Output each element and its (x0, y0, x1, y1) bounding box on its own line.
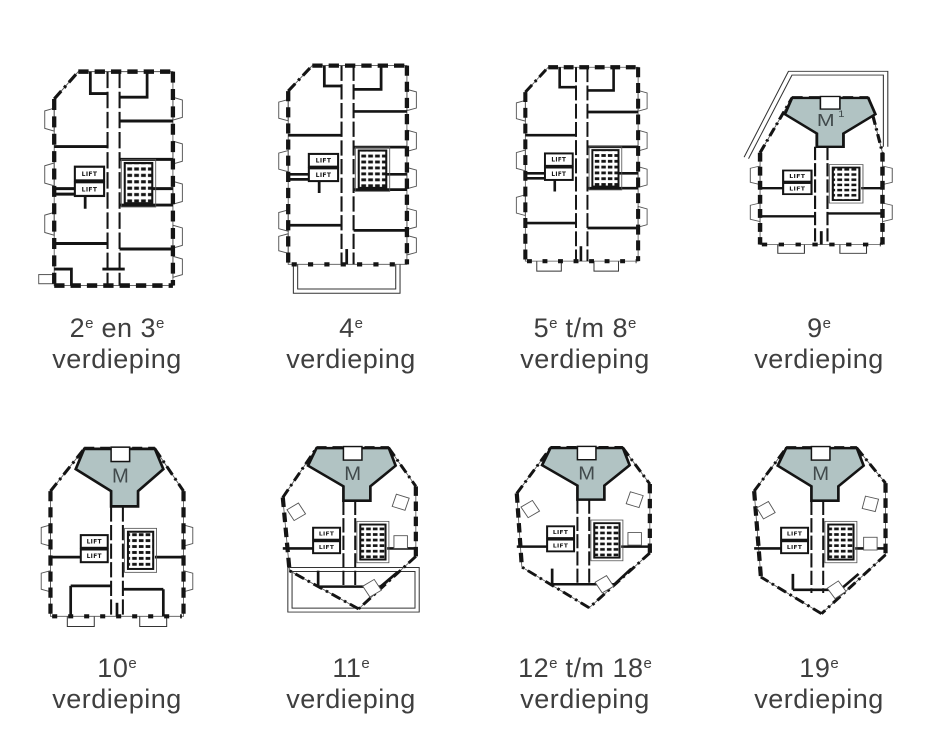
floor-word: verdieping (52, 684, 182, 714)
floorplan-label-11: 11e verdieping (286, 648, 416, 714)
lift-label: LIFT (82, 186, 98, 193)
floor-word: verdieping (52, 344, 182, 374)
lift-box (312, 526, 342, 541)
floorplan-label-10: 10e verdieping (52, 648, 182, 714)
floor-number: 12e t/m 18e (518, 653, 652, 683)
staircase (591, 149, 620, 188)
lift-label: LIFT (787, 545, 802, 551)
staircase (359, 523, 387, 561)
m-label: M (816, 111, 834, 131)
lift-box (73, 181, 106, 198)
floorplan-10-drawing: LIFT LIFT M (40, 446, 194, 627)
m-area (782, 96, 877, 148)
lift-label: LIFT (787, 532, 802, 538)
staircase (593, 522, 621, 559)
floorplan-cell-10: LIFT LIFT M 10e verdieping (0, 372, 234, 740)
floorplan-label-4: 4e verdieping (286, 308, 416, 374)
lift-box (307, 152, 340, 168)
m-label: M (112, 466, 129, 488)
floor-number: 11e (332, 653, 370, 683)
floor-number: 19e (799, 653, 839, 683)
lift-box (73, 165, 106, 182)
floorplan-label-19: 19e verdieping (754, 648, 884, 714)
lift-label: LIFT (316, 172, 332, 179)
floorplan-cell-11: LIFT LIFT M 11e verdieping (234, 372, 468, 740)
floor-word: verdieping (286, 684, 416, 714)
m-label: M (578, 463, 595, 484)
lift-box (79, 534, 109, 549)
lift-box (543, 152, 574, 167)
floor-number: 4e (339, 313, 363, 343)
lift-box (781, 182, 813, 196)
lift-box (781, 169, 813, 183)
m-area (306, 446, 398, 502)
floor-word: verdieping (754, 344, 884, 374)
floorplan-cell-4: LIFT LIFT 4e verdieping (234, 0, 468, 374)
staircase (831, 166, 860, 201)
lift-box (312, 540, 342, 555)
floor-word: verdieping (520, 344, 650, 374)
lift-label: LIFT (553, 530, 568, 536)
m-area (74, 447, 165, 508)
lift-label: LIFT (87, 554, 102, 560)
staircase (827, 523, 855, 561)
floorplan-11-drawing: LIFT LIFT M (280, 445, 420, 613)
floorplan-label-5-8: 5e t/m 8e verdieping (520, 308, 650, 374)
lift-label: LIFT (789, 187, 805, 192)
floorplan-cell-5-8: LIFT LIFT 5e t/m 8e verdieping (468, 0, 702, 374)
floorplan-row-2: LIFT LIFT M 10e verdieping (0, 372, 936, 740)
floor-number: 2e en 3e (69, 313, 165, 343)
floorplan-label-9: 9e verdieping (754, 308, 884, 374)
floor-word: verdieping (286, 344, 416, 374)
floor-word: verdieping (520, 684, 650, 714)
staircase (357, 149, 388, 189)
lift-label: LIFT (789, 174, 805, 179)
lift-box (780, 526, 810, 541)
floorplan-19-drawing: LIFT LIFT M (752, 445, 888, 615)
floorplan-label-12-18: 12e t/m 18e verdieping (518, 648, 652, 714)
lift-box (780, 540, 810, 555)
floorplan-9-drawing: LIFT LIFT M 1 (743, 70, 893, 254)
lift-label: LIFT (87, 540, 102, 546)
m-label: M (812, 463, 829, 484)
staircase (126, 530, 155, 570)
floor-number: 5e t/m 8e (533, 313, 637, 343)
floorplan-label-2-3: 2e en 3e verdieping (52, 308, 182, 374)
floor-number: 9e (807, 313, 831, 343)
lift-box (546, 538, 576, 553)
lift-label: LIFT (319, 545, 334, 551)
floorplan-cell-19: LIFT LIFT M 19e verdieping (702, 372, 936, 740)
floorplan-2-3-drawing: LIFT LIFT (38, 69, 183, 288)
lift-label: LIFT (319, 532, 334, 538)
lift-box (546, 525, 576, 539)
floorplan-4-drawing: LIFT LIFT (278, 63, 417, 294)
lift-box (543, 166, 574, 181)
lift-label: LIFT (82, 171, 98, 178)
floorplan-5-8-drawing: LIFT LIFT (515, 65, 648, 272)
lift-label: LIFT (551, 172, 566, 178)
lift-box (307, 167, 340, 183)
lift-label: LIFT (553, 544, 568, 550)
m-area (776, 446, 866, 502)
floorplan-cell-9: LIFT LIFT M 1 9e verdieping (702, 0, 936, 374)
m-label: M (344, 463, 361, 484)
floorplan-12-18-drawing: LIFT LIFT M (514, 445, 652, 609)
floorplan-cell-12-18: LIFT LIFT M 12e t/m 18e verdieping (468, 372, 702, 740)
m-label-sup: 1 (838, 109, 845, 120)
lift-box (79, 548, 109, 564)
lift-label: LIFT (316, 157, 332, 164)
m-area (540, 446, 632, 501)
floor-word: verdieping (754, 684, 884, 714)
floor-number: 10e (97, 653, 137, 683)
lift-label: LIFT (551, 158, 566, 164)
staircase (123, 161, 154, 205)
floorplan-row-1: LIFT LIFT 2e en 3e verdieping (0, 0, 936, 374)
floorplan-cell-2-3: LIFT LIFT 2e en 3e verdieping (0, 0, 234, 374)
